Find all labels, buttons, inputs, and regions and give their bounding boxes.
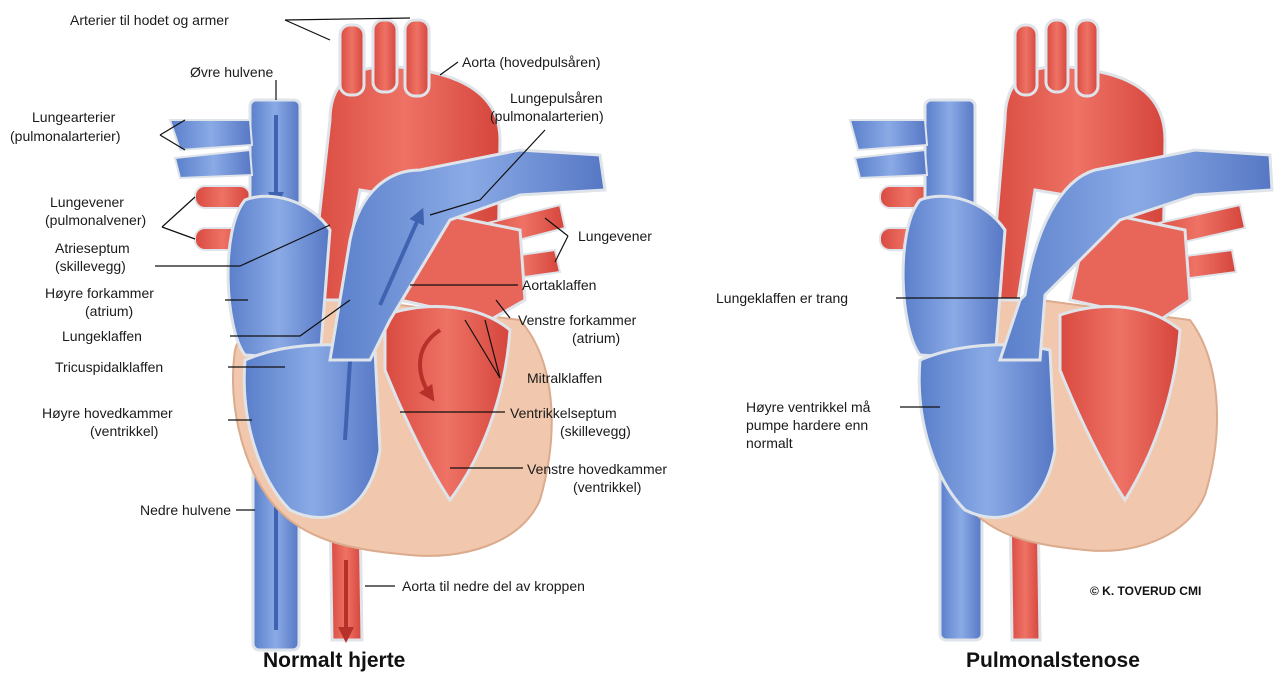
label-hoyre-ventrikkel-3: normalt <box>746 435 793 451</box>
label-venstre-hovedkammer-1: Venstre hovedkammer <box>527 461 667 477</box>
label-hoyre-forkammer-1: Høyre forkammer <box>45 285 154 301</box>
label-lungeklaffen: Lungeklaffen <box>62 328 142 344</box>
label-aorta-nedre: Aorta til nedre del av kroppen <box>402 578 585 594</box>
label-lungepulsaren-1: Lungepulsåren <box>510 90 603 106</box>
label-lungearterier-1: Lungearterier <box>32 109 116 125</box>
label-aortaklaffen: Aortaklaffen <box>522 277 596 293</box>
label-hoyre-ventrikkel-2: pumpe hardere enn <box>746 417 868 433</box>
label-lungearterier-2: (pulmonalarterier) <box>10 128 120 144</box>
label-atrieseptum-2: (skillevegg) <box>55 258 126 274</box>
label-arterier-hode: Arterier til hodet og armer <box>70 12 229 28</box>
copyright: © K. TOVERUD CMI <box>1090 584 1201 598</box>
label-ventrikkelseptum-1: Ventrikkelseptum <box>510 405 617 421</box>
label-lungevener-l2: (pulmonalvener) <box>45 212 146 228</box>
label-nedre-hulvene: Nedre hulvene <box>140 502 231 518</box>
caption-normalt-hjerte: Normalt hjerte <box>263 649 405 672</box>
caption-pulmonalstenose: Pulmonalstenose <box>966 649 1140 672</box>
label-mitralklaffen: Mitralklaffen <box>527 370 602 386</box>
label-venstre-forkammer-2: (atrium) <box>572 330 620 346</box>
label-aorta: Aorta (hovedpulsåren) <box>462 54 601 70</box>
label-venstre-forkammer-1: Venstre forkammer <box>518 312 637 328</box>
label-hoyre-hovedkammer-1: Høyre hovedkammer <box>42 405 173 421</box>
label-lungevener-l1: Lungevener <box>50 194 124 210</box>
label-tricuspidalklaffen: Tricuspidalklaffen <box>55 359 163 375</box>
label-hoyre-hovedkammer-2: (ventrikkel) <box>90 423 158 439</box>
stenosis-heart-drawing <box>850 20 1272 640</box>
label-hoyre-ventrikkel-1: Høyre ventrikkel må <box>746 399 871 415</box>
label-venstre-hovedkammer-2: (ventrikkel) <box>573 479 641 495</box>
label-lungevener-r: Lungevener <box>578 228 652 244</box>
label-atrieseptum-1: Atrieseptum <box>55 240 130 256</box>
label-lungeklaffen-trang: Lungeklaffen er trang <box>716 290 848 306</box>
label-ovre-hulvene: Øvre hulvene <box>190 64 273 80</box>
label-hoyre-forkammer-2: (atrium) <box>85 303 133 319</box>
label-lungepulsaren-2: (pulmonalarterien) <box>490 108 604 124</box>
label-ventrikkelseptum-2: (skillevegg) <box>560 423 631 439</box>
